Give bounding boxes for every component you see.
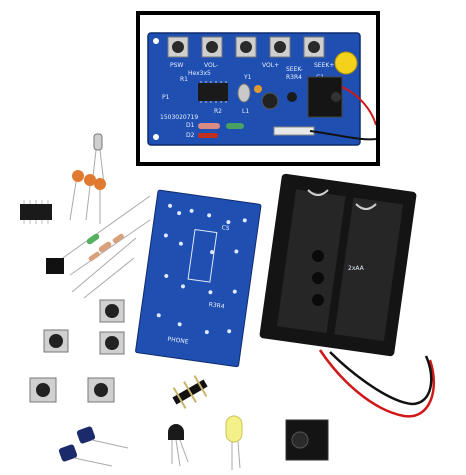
black-wire bbox=[309, 130, 376, 141]
pcb-label-r3r4: R3R4 bbox=[208, 301, 225, 310]
battery-holder: 2xAA bbox=[259, 173, 435, 418]
ceramic-capacitors bbox=[69, 170, 106, 224]
label-y1: Y1 bbox=[243, 74, 252, 81]
label-seek-minus: SEEK- bbox=[286, 66, 303, 73]
inductor bbox=[226, 123, 244, 129]
red-wire bbox=[341, 86, 376, 126]
tact-buttons bbox=[167, 36, 325, 58]
battery-label: 2xAA bbox=[348, 265, 365, 272]
assembled-board-frame: PSW VOL- VOL+ SEEK- SEEK+ R3R4 C1 Y1 P1 … bbox=[136, 11, 380, 166]
battery-red-wire bbox=[318, 349, 435, 418]
label-hex: Hex3x5 bbox=[188, 70, 211, 77]
label-psw: PSW bbox=[170, 62, 183, 69]
label-r1: R1 bbox=[180, 76, 188, 83]
label-vol-minus: VOL- bbox=[204, 62, 218, 69]
label-vol-plus: VOL+ bbox=[262, 62, 279, 69]
label-d1: D1 bbox=[186, 122, 195, 129]
resistors bbox=[59, 195, 151, 299]
yellow-led bbox=[225, 415, 243, 470]
yellow-button-cap bbox=[334, 51, 358, 75]
label-code: 1503020719 bbox=[160, 114, 198, 121]
bare-pcb: PHONE R3R4 C5 bbox=[135, 189, 262, 368]
tact-switches bbox=[29, 299, 125, 403]
label-l1: L1 bbox=[242, 108, 249, 115]
pcb-label-c5: C5 bbox=[221, 224, 230, 232]
label-seek-plus: SEEK+ bbox=[314, 62, 334, 69]
label-r2: R2 bbox=[214, 108, 222, 115]
label-d2: D2 bbox=[186, 132, 195, 139]
electrolytic-cap bbox=[261, 92, 279, 110]
transistor bbox=[168, 424, 189, 467]
label-r3r4: R3R4 bbox=[286, 74, 302, 81]
label-p1: P1 bbox=[162, 94, 170, 101]
crystal bbox=[237, 83, 251, 103]
ic-chip bbox=[198, 83, 228, 101]
jumper-block bbox=[46, 258, 64, 274]
electrolytic-capacitors bbox=[58, 426, 129, 467]
smd-ic bbox=[20, 200, 52, 224]
resistor bbox=[198, 123, 220, 129]
assembled-fm-board: PSW VOL- VOL+ SEEK- SEEK+ R3R4 C1 Y1 P1 … bbox=[147, 32, 376, 146]
ceramic-cap bbox=[254, 85, 262, 93]
headphone-jack bbox=[285, 419, 329, 461]
pcb-label-phone: PHONE bbox=[167, 336, 189, 346]
pin-header bbox=[172, 375, 208, 409]
led-diode bbox=[198, 133, 218, 138]
battery-black-wire bbox=[329, 351, 433, 406]
cap-small bbox=[287, 92, 297, 102]
